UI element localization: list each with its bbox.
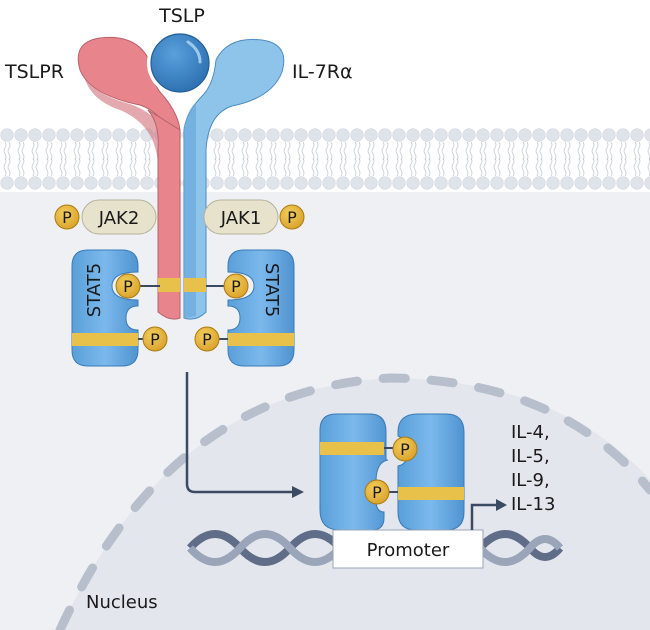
arrow-head-icon — [292, 486, 304, 498]
transcription-arrow — [470, 503, 498, 530]
jak1-label: JAK1 — [220, 208, 262, 229]
phospho-label: P — [150, 330, 160, 349]
phospho-label: P — [287, 208, 297, 227]
jak2-kinase: JAK2 P — [54, 199, 157, 235]
il7ra-label: IL-7Rα — [292, 61, 353, 83]
phospho-label: P — [123, 277, 133, 296]
cell-membrane — [0, 126, 650, 194]
tslpr-receptor — [77, 36, 181, 320]
phospho-label: P — [231, 277, 241, 296]
stat5-left: STAT5 P P — [71, 249, 168, 367]
jak1-kinase: JAK1 P — [203, 199, 305, 235]
stat5-right: STAT5 P P — [194, 249, 295, 367]
gene-il5: IL-5, — [511, 446, 550, 467]
gene-il9: IL-9, — [511, 470, 550, 491]
stat5-right-label: STAT5 — [261, 263, 282, 317]
gene-il4: IL-4, — [511, 422, 550, 443]
phospho-label: P — [400, 440, 410, 459]
promoter-box — [332, 529, 484, 569]
il7ra-receptor — [183, 38, 285, 320]
stat5-dimer: P P — [319, 413, 465, 531]
gene-il13: IL-13 — [511, 494, 555, 515]
jak2-label: JAK2 — [98, 208, 140, 229]
dna-helix — [187, 530, 564, 566]
phospho-label: P — [202, 330, 212, 349]
tslpr-label: TSLPR — [4, 61, 64, 83]
arrow-head-icon — [496, 499, 507, 511]
phospho-label: P — [62, 208, 72, 227]
stat5-left-label: STAT5 — [84, 263, 105, 317]
phospho-label: P — [372, 483, 382, 502]
promoter-label: Promoter — [367, 540, 450, 561]
target-genes-list: IL-4, IL-5, IL-9, IL-13 — [511, 422, 555, 515]
tslp-label: TSLP — [158, 5, 205, 27]
nuclear-envelope — [55, 373, 650, 630]
translocation-arrow — [185, 372, 292, 494]
nucleus-label: Nucleus — [86, 592, 158, 613]
